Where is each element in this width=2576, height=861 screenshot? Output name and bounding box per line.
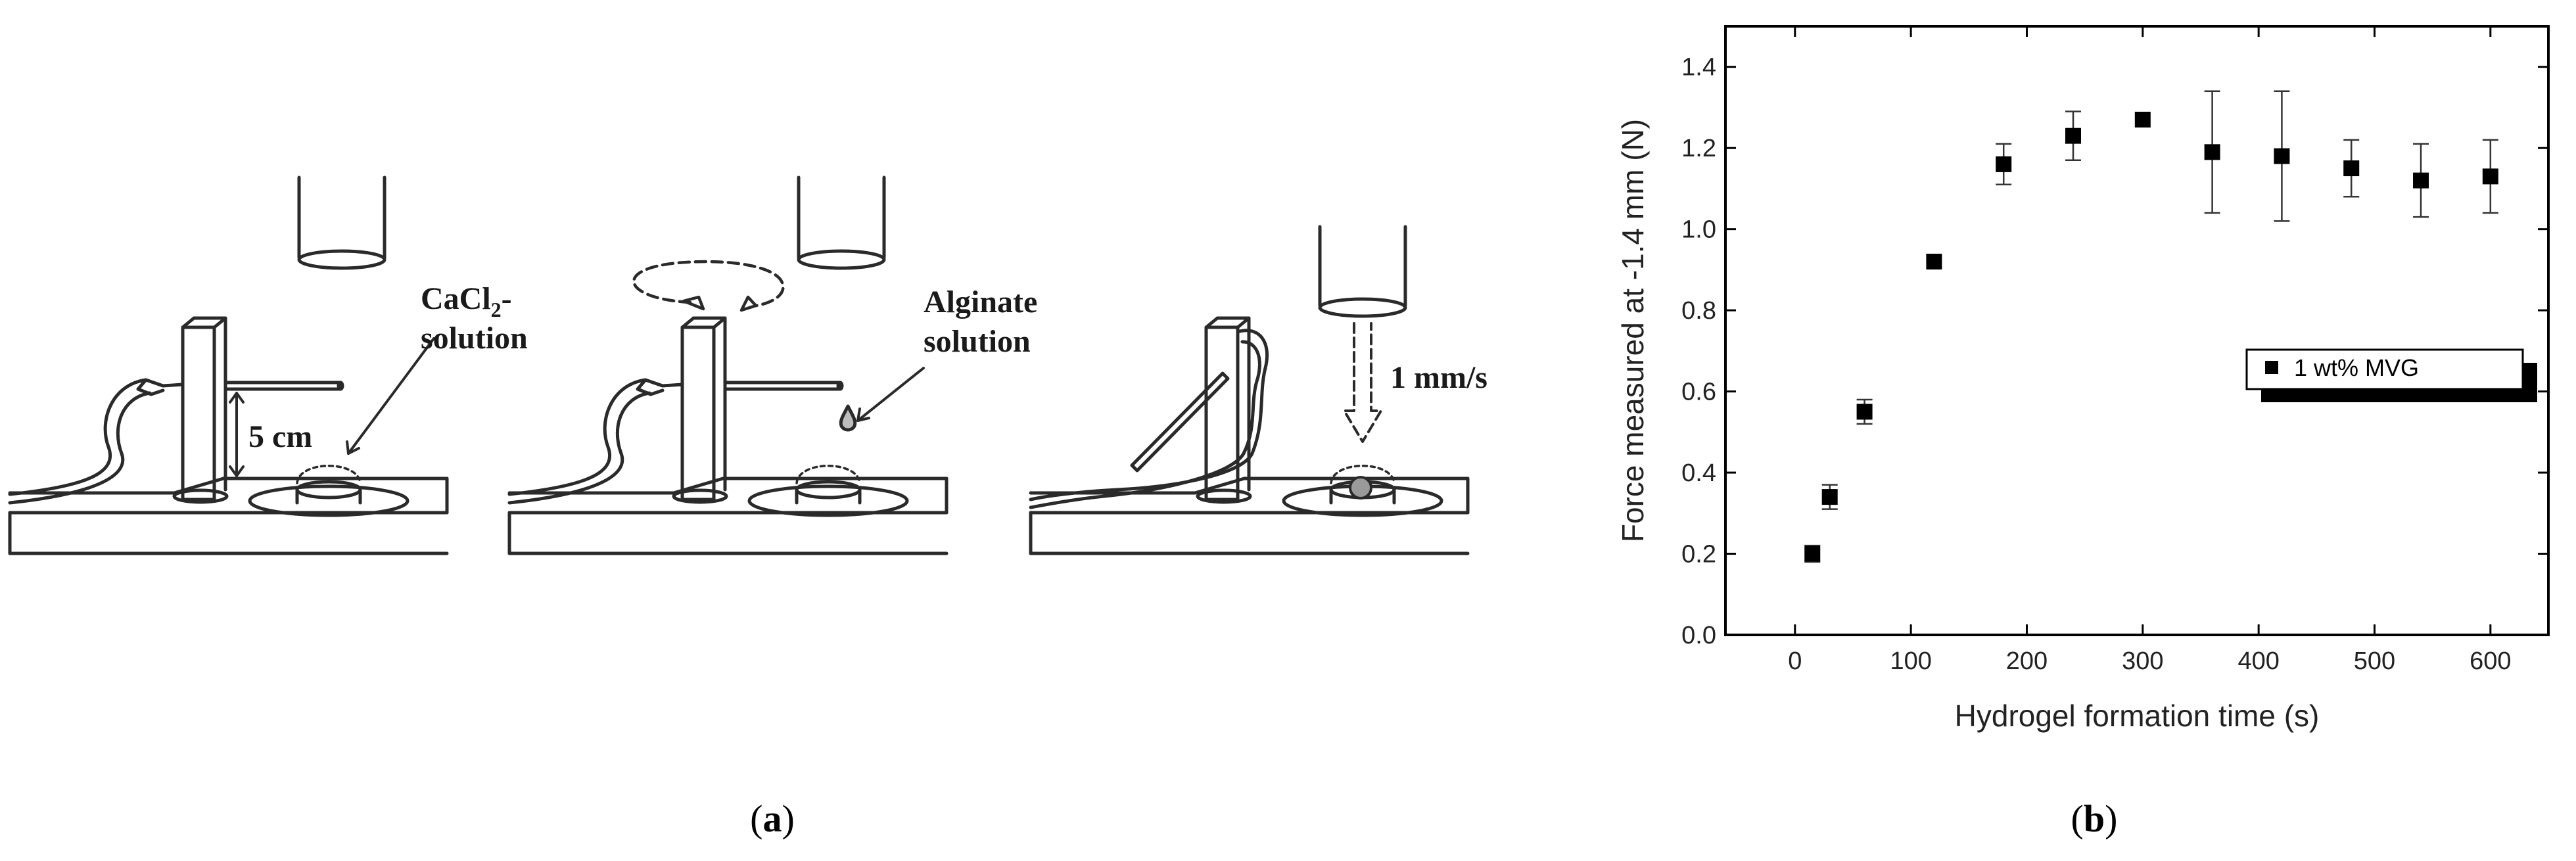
y-tick-label: 0.0 bbox=[1681, 622, 1716, 649]
caption-b: (b) bbox=[2071, 797, 2118, 840]
stand-post bbox=[172, 316, 229, 504]
x-axis-label: Hydrogel formation time (s) bbox=[1955, 699, 2320, 733]
data-point bbox=[1821, 489, 1838, 505]
petri-dish bbox=[248, 465, 410, 517]
needle bbox=[1130, 371, 1230, 473]
scene-2 bbox=[507, 175, 948, 555]
y-tick-label: 0.8 bbox=[1681, 297, 1716, 325]
x-tick-label: 100 bbox=[1890, 647, 1931, 675]
data-point bbox=[1926, 254, 1942, 270]
cacl2-label-line2: solution bbox=[421, 321, 528, 356]
y-tick-label: 1.0 bbox=[1681, 216, 1716, 244]
scene-1 bbox=[8, 175, 449, 555]
data-point bbox=[2134, 111, 2151, 128]
speed-label: 1 mm/s bbox=[1390, 360, 1487, 395]
x-axis-ticks: 0 100 200 300 400 500 600 bbox=[1788, 26, 2512, 675]
needle bbox=[723, 381, 844, 391]
cacl2-label: CaCl2- bbox=[421, 281, 512, 321]
needle bbox=[223, 381, 344, 391]
data-point bbox=[2274, 148, 2290, 164]
panel-b-chart: 0 100 200 300 400 500 600 0.0 0.2 0.4 0.6 0.8 1.0 1.… bbox=[1616, 25, 2550, 840]
distance-arrow bbox=[229, 392, 245, 477]
probe-cylinder bbox=[1318, 225, 1407, 318]
alginate-pointer-arrow bbox=[856, 367, 925, 422]
tubing bbox=[507, 378, 684, 505]
y-tick-label: 1.2 bbox=[1681, 135, 1716, 162]
series-layer bbox=[1804, 90, 2498, 563]
panel-a-schematic: CaCl2- solution 5 cm Alginate solution 1… bbox=[8, 175, 1487, 840]
y-axis-ticks: 0.0 0.2 0.4 0.6 0.8 1.0 1.2 1.4 bbox=[1681, 54, 2548, 649]
x-tick-label: 600 bbox=[2470, 647, 2511, 675]
probe-cylinder bbox=[297, 175, 386, 270]
alginate-droplet bbox=[839, 404, 857, 432]
y-axis-label: Force measured at -1.4 mm (N) bbox=[1616, 119, 1650, 542]
x-tick-label: 200 bbox=[2006, 647, 2048, 675]
data-point bbox=[2343, 160, 2360, 177]
tubing bbox=[8, 378, 185, 505]
legend-label: 1 wt% MVG bbox=[2294, 354, 2419, 381]
y-tick-label: 0.6 bbox=[1681, 379, 1716, 406]
data-point bbox=[1996, 156, 2012, 172]
alginate-label-line2: solution bbox=[924, 324, 1031, 359]
alginate-label: Alginate bbox=[924, 285, 1037, 319]
data-point bbox=[2065, 128, 2082, 144]
legend: 1 wt% MVG bbox=[2245, 348, 2537, 402]
cacl2-pointer-arrow bbox=[346, 337, 435, 455]
tubing bbox=[1029, 329, 1269, 509]
x-tick-label: 0 bbox=[1788, 647, 1802, 675]
y-tick-label: 0.2 bbox=[1681, 541, 1716, 569]
plot-frame bbox=[1724, 25, 2550, 636]
y-tick-label: 0.4 bbox=[1681, 459, 1716, 487]
x-tick-label: 300 bbox=[2122, 647, 2163, 675]
x-tick-label: 500 bbox=[2354, 647, 2395, 675]
caption-a: (a) bbox=[750, 797, 795, 840]
probe-cylinder bbox=[797, 175, 886, 270]
data-point bbox=[2482, 168, 2498, 185]
distance-label: 5 cm bbox=[248, 419, 312, 454]
stand-post bbox=[1196, 316, 1252, 504]
stand-post bbox=[672, 316, 728, 504]
x-tick-label: 400 bbox=[2237, 647, 2279, 675]
data-point bbox=[1804, 546, 1821, 562]
hydrogel-bead bbox=[1349, 476, 1372, 500]
data-point bbox=[2204, 144, 2220, 160]
y-tick-label: 1.4 bbox=[1681, 54, 1716, 81]
legend-marker bbox=[2265, 361, 2278, 374]
motion-arrow bbox=[1343, 322, 1382, 443]
data-point bbox=[2413, 172, 2429, 189]
petri-dish bbox=[747, 465, 909, 517]
scene-3 bbox=[1029, 225, 1470, 555]
rotation-arrow bbox=[632, 260, 785, 312]
data-point bbox=[1856, 404, 1873, 420]
